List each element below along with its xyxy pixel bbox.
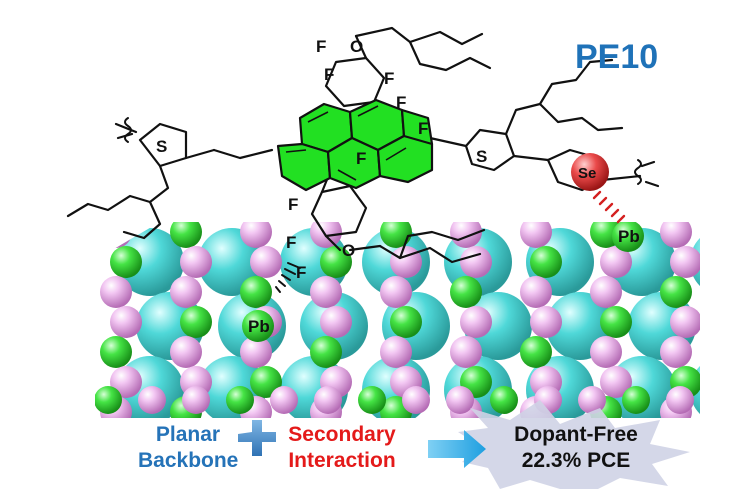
green-atom bbox=[450, 276, 482, 308]
magenta-atom bbox=[460, 246, 492, 278]
magenta-atom bbox=[270, 386, 298, 414]
green-atom bbox=[310, 336, 342, 368]
pe10-molecule bbox=[66, 26, 660, 293]
magenta-atom bbox=[530, 306, 562, 338]
label-s-right: S bbox=[476, 147, 487, 166]
magenta-atom bbox=[310, 276, 342, 308]
selenium-atom bbox=[571, 153, 609, 191]
magenta-atom bbox=[520, 222, 552, 248]
pyrene-core bbox=[276, 98, 434, 192]
green-atom bbox=[240, 276, 272, 308]
green-atom bbox=[390, 306, 422, 338]
green-atom bbox=[358, 386, 386, 414]
magenta-atom bbox=[380, 336, 412, 368]
label-f-top3: F bbox=[384, 69, 394, 88]
green-atom bbox=[100, 336, 132, 368]
magenta-atom bbox=[390, 246, 422, 278]
compound-title: PE10 bbox=[575, 38, 659, 76]
magenta-atom bbox=[170, 336, 202, 368]
magenta-atom bbox=[450, 336, 482, 368]
label-f-mid: F bbox=[288, 195, 298, 214]
magenta-atom bbox=[590, 336, 622, 368]
label-f-top4: F bbox=[396, 93, 406, 112]
green-atom bbox=[110, 246, 142, 278]
cyan-atom bbox=[710, 292, 737, 360]
green-atom bbox=[622, 386, 650, 414]
label-o-top: O bbox=[350, 37, 363, 56]
magenta-atom bbox=[660, 336, 692, 368]
label-f-pb: F bbox=[296, 263, 306, 282]
magenta-atom bbox=[170, 276, 202, 308]
magenta-atom bbox=[578, 386, 606, 414]
magenta-atom bbox=[446, 386, 474, 414]
magenta-atom bbox=[100, 276, 132, 308]
lead-atom-right bbox=[612, 222, 644, 252]
magenta-atom bbox=[314, 386, 342, 414]
green-atom bbox=[600, 306, 632, 338]
label-f-top2: F bbox=[324, 65, 334, 84]
magenta-atom bbox=[320, 306, 352, 338]
magenta-atom bbox=[402, 386, 430, 414]
magenta-atom bbox=[138, 386, 166, 414]
magenta-atom bbox=[600, 366, 632, 398]
atom-labels: F O F F F F F F F O F S S Se Pb Pb bbox=[156, 37, 640, 336]
magenta-atom bbox=[600, 246, 632, 278]
perovskite-surface bbox=[95, 222, 737, 418]
magenta-atom bbox=[110, 366, 142, 398]
magenta-atom bbox=[240, 222, 272, 248]
label-s-left: S bbox=[156, 137, 167, 156]
green-atom bbox=[95, 386, 122, 414]
magenta-atom bbox=[310, 222, 342, 248]
label-pb-left: Pb bbox=[248, 317, 270, 336]
magenta-atom bbox=[660, 222, 692, 248]
magenta-atom bbox=[380, 276, 412, 308]
magenta-atom bbox=[666, 386, 694, 414]
magenta-atom bbox=[250, 246, 282, 278]
label-pb-right: Pb bbox=[618, 227, 640, 246]
green-atom bbox=[530, 246, 562, 278]
arrow-right-icon bbox=[428, 430, 486, 468]
magenta-atom bbox=[182, 386, 210, 414]
green-atom bbox=[380, 222, 412, 248]
green-atom bbox=[180, 306, 212, 338]
green-atom bbox=[170, 222, 202, 248]
label-f-top: F bbox=[316, 37, 326, 56]
label-f-low: F bbox=[286, 233, 296, 252]
magenta-atom bbox=[670, 246, 700, 278]
highlight-burst bbox=[458, 400, 690, 489]
magenta-atom bbox=[460, 306, 492, 338]
plus-icon bbox=[238, 420, 276, 456]
green-atom bbox=[320, 246, 352, 278]
magenta-atom bbox=[110, 306, 142, 338]
cyan-atom bbox=[116, 228, 184, 296]
green-atom bbox=[250, 366, 282, 398]
label-f-core: F bbox=[418, 119, 428, 138]
lead-atom-left bbox=[242, 310, 274, 342]
magenta-atom bbox=[520, 276, 552, 308]
label-o-low: O bbox=[342, 241, 355, 260]
label-se: Se bbox=[578, 165, 596, 182]
label-f-core2: F bbox=[356, 149, 366, 168]
magenta-atom bbox=[240, 336, 272, 368]
magenta-atom bbox=[590, 276, 622, 308]
green-atom bbox=[226, 386, 254, 414]
green-atom bbox=[660, 276, 692, 308]
green-atom bbox=[490, 386, 518, 414]
magenta-atom bbox=[180, 246, 212, 278]
green-atom bbox=[520, 336, 552, 368]
magenta-atom bbox=[670, 306, 700, 338]
